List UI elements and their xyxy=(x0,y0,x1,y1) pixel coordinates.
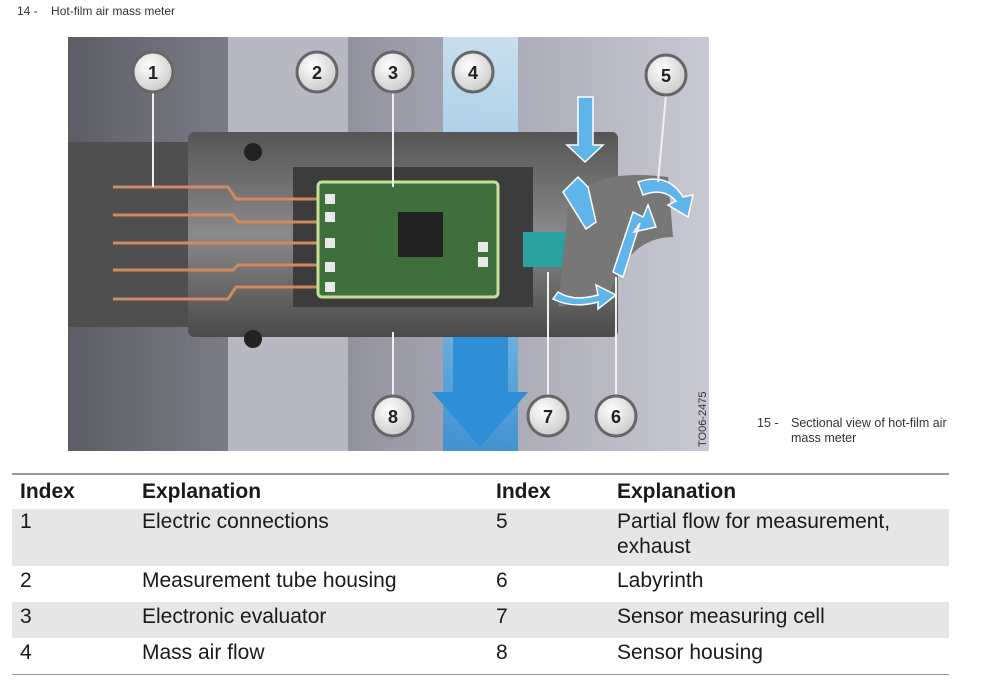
image-code: TO06-2475 xyxy=(697,392,709,447)
microchip xyxy=(398,212,443,257)
explanation-cell: Electric connections xyxy=(134,509,488,566)
table-row: 2 Measurement tube housing 6 Labyrinth xyxy=(12,566,949,602)
svg-text:1: 1 xyxy=(148,63,158,83)
callout-7: 7 xyxy=(526,394,570,438)
callout-2: 2 xyxy=(295,50,339,94)
index-cell: 7 xyxy=(488,602,609,638)
svg-text:5: 5 xyxy=(661,66,671,86)
svg-text:6: 6 xyxy=(611,407,621,427)
explanation-cell: Sensor measuring cell xyxy=(609,602,949,638)
header-explanation-2: Explanation xyxy=(609,473,949,509)
connection-pins xyxy=(113,185,330,301)
callout-5: 5 xyxy=(644,53,688,97)
index-cell: 4 xyxy=(12,638,134,675)
tube-housing-lower xyxy=(228,337,348,451)
partial-flow-arrows xyxy=(551,96,694,311)
sectional-illustration: 1 2 3 4 5 6 7 8 TO06-2475 xyxy=(68,37,709,451)
svg-text:8: 8 xyxy=(388,407,398,427)
mass-air-flow-arrow xyxy=(432,337,528,447)
figure-number: 14 - xyxy=(17,4,38,18)
explanation-cell: Partial flow for measurement, exhaust xyxy=(609,509,949,566)
table-row: 4 Mass air flow 8 Sensor housing xyxy=(12,638,949,675)
callout-6: 6 xyxy=(594,394,638,438)
explanation-cell: Sensor housing xyxy=(609,638,949,675)
o-ring-lower xyxy=(244,330,262,348)
index-cell: 8 xyxy=(488,638,609,675)
caption-text: Sectional view of hot-film air mass mete… xyxy=(791,416,947,445)
index-cell: 1 xyxy=(12,509,134,566)
svg-text:4: 4 xyxy=(468,63,478,83)
callout-3: 3 xyxy=(371,50,415,94)
figure-title-text: Hot-film air mass meter xyxy=(51,4,176,18)
callout-4: 4 xyxy=(451,50,495,94)
explanation-cell: Electronic evaluator xyxy=(134,602,488,638)
index-cell: 3 xyxy=(12,602,134,638)
header-index-2: Index xyxy=(488,473,609,509)
svg-text:7: 7 xyxy=(543,407,553,427)
svg-text:2: 2 xyxy=(312,63,322,83)
header-index-1: Index xyxy=(12,473,134,509)
callout-8: 8 xyxy=(371,394,415,438)
table-row: 1 Electric connections 5 Partial flow fo… xyxy=(12,509,949,566)
o-ring-upper xyxy=(244,143,262,161)
figure-title: 14 - Hot-film air mass meter xyxy=(17,4,175,18)
index-cell: 5 xyxy=(488,509,609,566)
header-explanation-1: Explanation xyxy=(134,473,488,509)
figure-caption: 15 - Sectional view of hot-film air mass… xyxy=(757,416,951,446)
leader-lines xyxy=(152,87,667,397)
table-row: 3 Electronic evaluator 7 Sensor measurin… xyxy=(12,602,949,638)
index-cell: 6 xyxy=(488,566,609,602)
callout-1: 1 xyxy=(131,50,175,94)
connector-body xyxy=(68,142,208,327)
solder-pads xyxy=(325,194,488,292)
index-cell: 2 xyxy=(12,566,134,602)
legend-table: Index Explanation Index Explanation 1 El… xyxy=(12,473,949,675)
explanation-cell: Measurement tube housing xyxy=(134,566,488,602)
table-header-row: Index Explanation Index Explanation xyxy=(12,473,949,509)
explanation-cell: Mass air flow xyxy=(134,638,488,675)
caption-number: 15 - xyxy=(757,416,779,430)
svg-text:3: 3 xyxy=(388,63,398,83)
explanation-cell: Labyrinth xyxy=(609,566,949,602)
